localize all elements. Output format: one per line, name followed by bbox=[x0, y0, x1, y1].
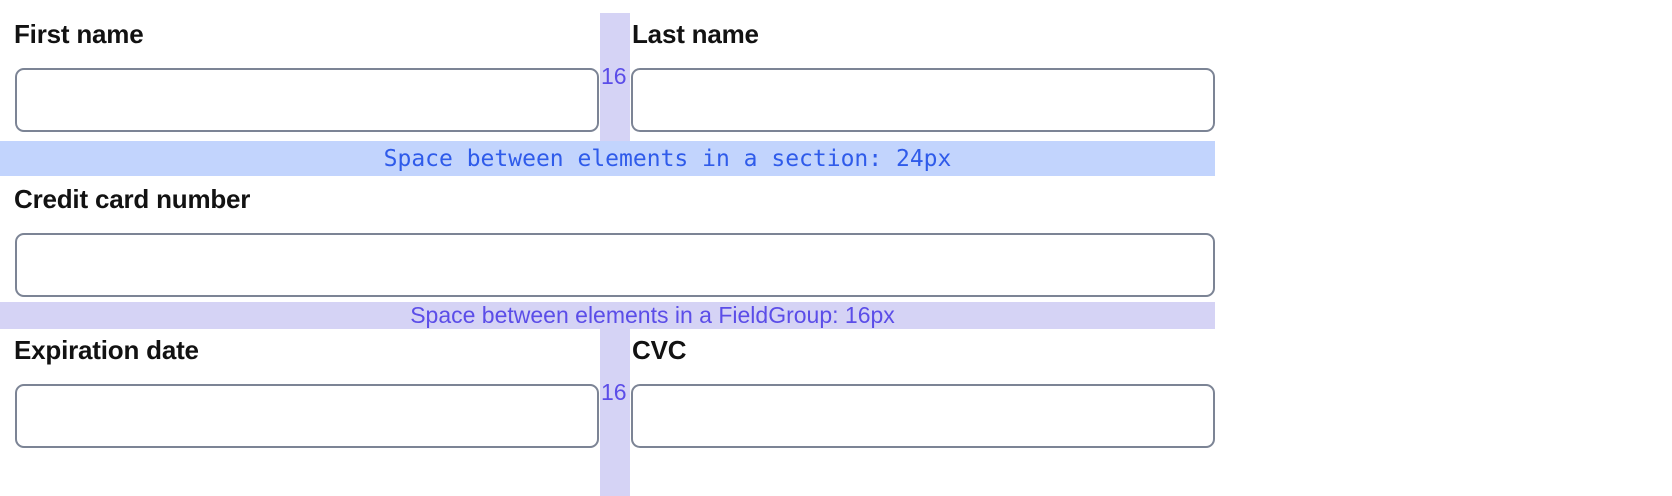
fieldgroup-spacing-band: Space between elements in a FieldGroup: … bbox=[0, 302, 1215, 329]
section-spacing-label: Space between elements in a section: 24p… bbox=[383, 145, 952, 172]
input-first-name[interactable] bbox=[15, 68, 599, 132]
label-cvc: CVC bbox=[632, 335, 687, 365]
input-cvc[interactable] bbox=[631, 384, 1215, 448]
input-credit-card-number[interactable] bbox=[15, 233, 1215, 297]
input-last-name[interactable] bbox=[631, 68, 1215, 132]
column-gap-marker-expiry-row: 16 bbox=[600, 329, 630, 496]
column-gap-label: 16 bbox=[601, 379, 627, 405]
label-last-name: Last name bbox=[632, 19, 759, 49]
form-content: First name Last name 16 Space between el… bbox=[0, 13, 1215, 496]
label-credit-card-number: Credit card number bbox=[14, 184, 251, 214]
section-spacing-band: Space between elements in a section: 24p… bbox=[0, 141, 1215, 176]
label-expiration-date: Expiration date bbox=[14, 335, 199, 365]
column-gap-marker-name-row: 16 bbox=[600, 13, 630, 141]
label-first-name: First name bbox=[14, 19, 144, 49]
column-gap-label: 16 bbox=[601, 63, 627, 89]
input-expiration-date[interactable] bbox=[15, 384, 599, 448]
fieldgroup-spacing-label: Space between elements in a FieldGroup: … bbox=[410, 302, 895, 328]
